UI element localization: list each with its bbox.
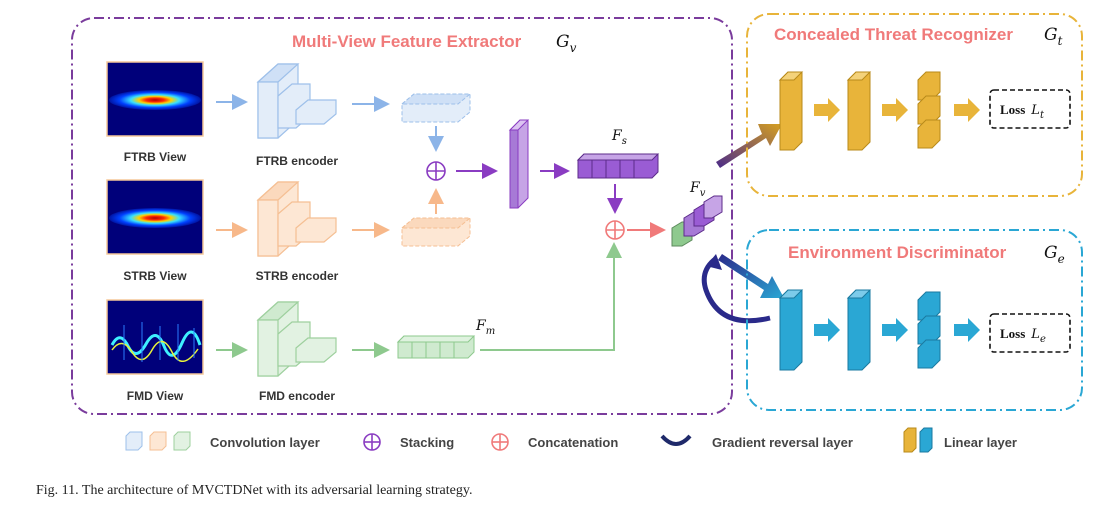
legend: Convolution layer Stacking Concatenation… xyxy=(125,427,1017,453)
extractor-title: Multi-View Feature Extractor xyxy=(292,32,522,51)
discriminator-linear-1 xyxy=(778,289,804,371)
strb-encoder-label: STRB encoder xyxy=(256,269,339,283)
fusion-conv-block xyxy=(508,119,530,209)
legend-concatenation-label: Concatenation xyxy=(528,435,618,450)
fv-feature-vector xyxy=(671,195,723,247)
discriminator-loss-box xyxy=(989,313,1071,353)
legend-linear-label: Linear layer xyxy=(944,435,1017,450)
legend-concatenation-icon xyxy=(491,433,509,451)
legend-conv-swatches xyxy=(125,431,191,451)
legend-convolution-label: Convolution layer xyxy=(210,435,320,450)
extractor-symbol: Gv xyxy=(556,32,577,55)
recognizer-title: Concealed Threat Recognizer xyxy=(774,25,1013,44)
ftrb-encoder-label: FTRB encoder xyxy=(256,154,338,168)
fs-feature-vector xyxy=(576,153,660,179)
recognizer-arrow-2 xyxy=(882,98,908,122)
fm-label: Fm xyxy=(475,318,495,337)
to-discriminator-arrow xyxy=(718,254,784,298)
strb-encoder xyxy=(256,181,337,257)
recognizer-linear-2 xyxy=(846,71,872,151)
extractor-panel xyxy=(71,17,733,415)
legend-stacking-label: Stacking xyxy=(400,435,454,450)
fmd-encoder-label: FMD encoder xyxy=(259,389,335,403)
discriminator-linear-2 xyxy=(846,289,872,371)
fmd-encoder xyxy=(256,301,337,377)
recognizer-panel xyxy=(746,13,1083,197)
discriminator-arrow-3 xyxy=(954,318,980,342)
legend-gradient-reversal-label: Gradient reversal layer xyxy=(712,435,853,450)
legend-gradient-reversal-icon xyxy=(660,434,692,446)
discriminator-symbol: Ge xyxy=(1044,243,1065,266)
strb-feature-box xyxy=(400,217,472,247)
recognizer-linear-1 xyxy=(778,71,804,151)
legend-stacking-icon xyxy=(363,433,381,451)
stacking-op-icon xyxy=(426,161,446,181)
ftrb-feature-box xyxy=(400,93,472,123)
discriminator-panel xyxy=(746,229,1083,411)
fs-label: Fs xyxy=(611,128,627,147)
discriminator-linear-3 xyxy=(917,291,941,369)
fm-path-line xyxy=(480,242,622,351)
architecture-diagram: Multi-View Feature Extractor Gv FTRB Vie… xyxy=(71,13,1083,453)
recognizer-arrow-1 xyxy=(814,98,840,122)
discriminator-arrow-1 xyxy=(814,318,840,342)
ftrb-view-label: FTRB View xyxy=(124,150,187,164)
recognizer-loss-box xyxy=(989,89,1071,129)
to-recognizer-arrow xyxy=(716,124,782,168)
fmd-view-image xyxy=(106,299,204,375)
recognizer-linear-3 xyxy=(917,71,941,149)
gradient-reversal-arrowhead xyxy=(706,254,722,270)
discriminator-arrow-2 xyxy=(882,318,908,342)
concatenation-op-icon xyxy=(605,220,625,240)
legend-linear-swatches xyxy=(903,427,933,453)
strb-view-image xyxy=(106,179,204,255)
recognizer-arrow-3 xyxy=(954,98,980,122)
strb-view-label: STRB View xyxy=(123,269,187,283)
ftrb-view-image xyxy=(106,61,204,137)
fmd-view-label: FMD View xyxy=(127,389,184,403)
fv-label: Fv xyxy=(689,180,706,199)
recognizer-symbol: Gt xyxy=(1044,25,1063,48)
fmd-feature-vector xyxy=(396,335,476,359)
discriminator-title: Environment Discriminator xyxy=(788,243,1007,262)
figure-caption: Fig. 11. The architecture of MVCTDNet wi… xyxy=(36,483,473,498)
ftrb-encoder xyxy=(256,63,337,139)
gradient-reversal-arrow-icon xyxy=(701,258,771,324)
